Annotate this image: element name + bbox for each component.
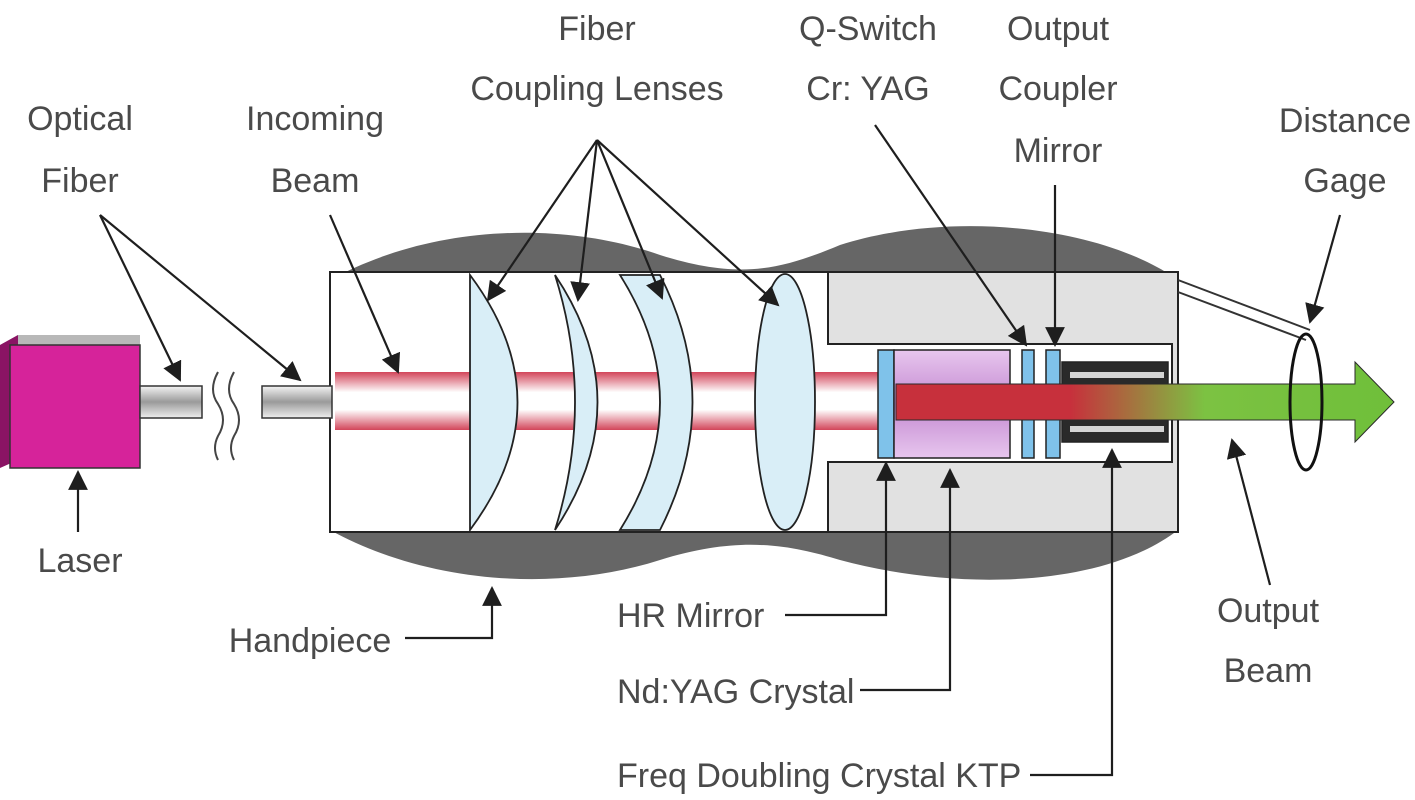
distance-gage-rod (1177, 279, 1311, 331)
laser-box-top (0, 335, 140, 345)
label-fiber-coupling-lenses-2: Coupling Lenses (470, 70, 723, 108)
optical-fiber-segment (261, 385, 333, 419)
label-incoming-beam-1: Incoming (246, 100, 384, 138)
label-fiber-coupling-lenses-1: Fiber (558, 10, 635, 48)
distance-gage-rod (1177, 291, 1307, 341)
handpiece-bottom-shading (330, 530, 1178, 580)
ktp-highlight (1070, 426, 1164, 432)
label-hr-mirror: HR Mirror (617, 597, 764, 635)
laser-cavity-housing (827, 271, 1179, 533)
leader-lines (68, 124, 1342, 777)
output-beam-arrow (895, 360, 1395, 444)
label-output-coupler-2: Coupler (998, 70, 1117, 108)
label-laser: Laser (37, 542, 122, 580)
lens-4 (754, 273, 816, 531)
optical-fiber-segment (139, 385, 203, 419)
label-incoming-beam-2: Beam (271, 162, 360, 200)
laser-box (9, 344, 141, 469)
label-q-switch-1: Q-Switch (799, 10, 937, 48)
lens-1 (469, 272, 519, 533)
label-output-beam-2: Beam (1224, 652, 1313, 690)
label-optical-fiber-1: Optical (27, 100, 133, 138)
label-optical-fiber-2: Fiber (41, 162, 118, 200)
lens-3 (618, 274, 694, 531)
lens-2 (554, 274, 599, 531)
distance-gage-ring (1288, 332, 1324, 472)
label-distance-gage-2: Gage (1303, 162, 1386, 200)
label-output-coupler-3: Mirror (1014, 132, 1103, 170)
label-q-switch-2: Cr: YAG (806, 70, 929, 108)
ktp-highlight (1070, 372, 1164, 378)
label-output-beam-1: Output (1217, 592, 1320, 630)
fiber-break-symbol (212, 371, 224, 461)
hr-mirror (877, 349, 895, 459)
fiber-break-symbol (228, 371, 240, 461)
handpiece-top-shading (330, 226, 1178, 280)
label-nd-yag-crystal: Nd:YAG Crystal (617, 673, 854, 711)
label-output-coupler-1: Output (1007, 10, 1110, 48)
label-distance-gage-1: Distance (1279, 102, 1411, 140)
label-freq-doubling-crystal: Freq Doubling Crystal KTP (617, 757, 1021, 795)
label-handpiece: Handpiece (229, 622, 392, 660)
